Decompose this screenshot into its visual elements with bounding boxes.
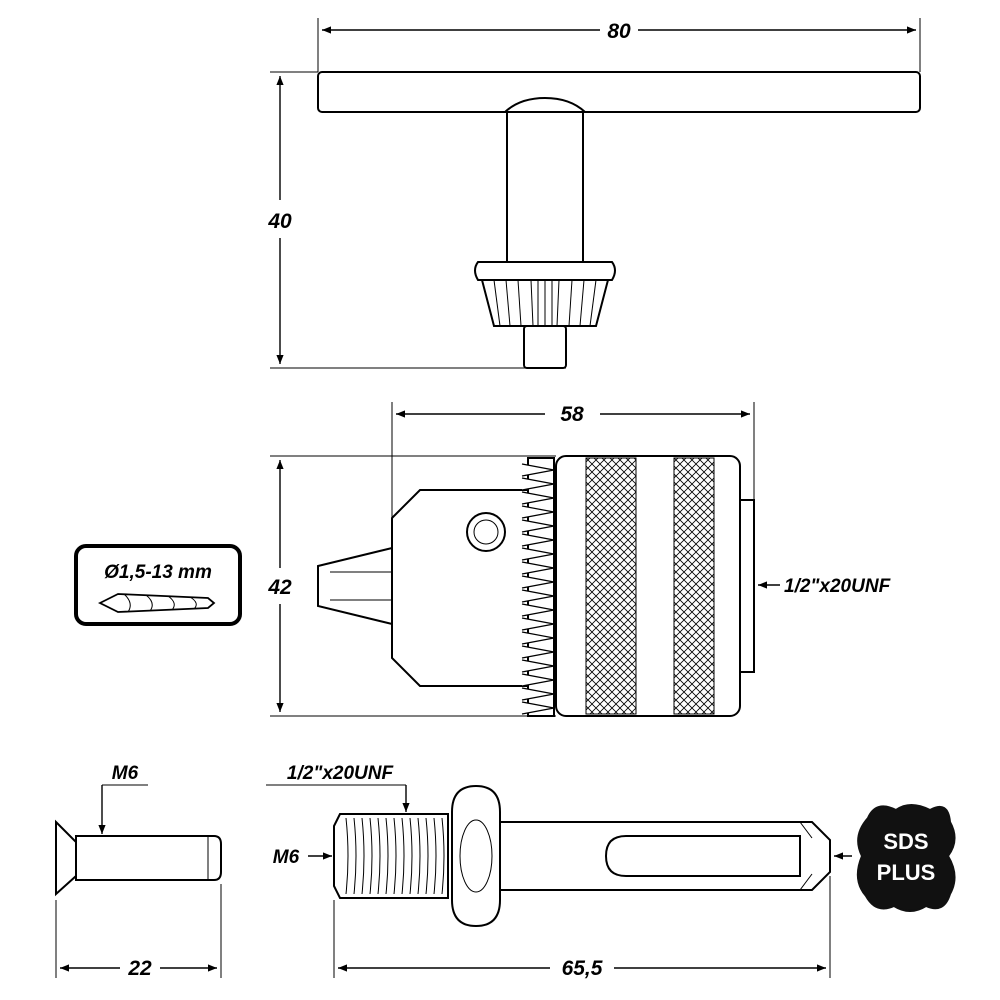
gear-tooth	[521, 617, 555, 631]
key-neck	[504, 96, 586, 113]
chuck-thread-label: 1/2"x20UNF	[784, 576, 892, 597]
capacity-badge: Ø1,5-13 mm	[74, 544, 242, 626]
thread-line	[433, 817, 437, 895]
key-pilot-pin	[523, 325, 567, 369]
gear-tooth	[521, 603, 555, 617]
key-height-dimension: 40	[267, 210, 292, 233]
gear-tooth	[521, 491, 555, 505]
gear-tooth	[521, 673, 555, 687]
sds-plus-badge: SDS PLUS	[856, 804, 956, 912]
gear-tooth	[521, 547, 555, 561]
adapter-thread-label: 1/2"x20UNF	[287, 763, 395, 784]
gear-tooth	[521, 659, 555, 673]
gear-tooth	[521, 477, 555, 491]
chuck-gear-teeth	[521, 463, 555, 715]
thread-line	[417, 817, 421, 895]
thread-line	[353, 817, 357, 895]
bolt-thread-label: M6	[112, 763, 139, 784]
chuck-key-hole	[466, 512, 506, 552]
chuck-jaws	[317, 546, 393, 626]
key-width-dimension: 80	[607, 20, 631, 43]
chuck-key: 80 40	[267, 18, 921, 369]
chuck-body	[391, 489, 529, 687]
adapter-thread-section	[333, 813, 449, 899]
gear-tooth	[521, 575, 555, 589]
gear-tooth	[521, 519, 555, 533]
capacity-label: Ø1,5-13 mm	[104, 562, 212, 583]
adapter-internal-thread-label: M6	[273, 847, 300, 868]
key-gear-teeth	[493, 279, 597, 327]
gear-tooth	[521, 561, 555, 575]
gear-tooth	[521, 505, 555, 519]
drill-bit-icon	[97, 593, 216, 613]
bolt-head	[55, 819, 77, 897]
bolt-shank	[75, 835, 222, 881]
chuck-knurl-band-2	[673, 457, 715, 715]
adapter-collar	[451, 784, 501, 928]
chuck-back-collar	[739, 499, 755, 673]
chuck-knurl-band-1	[585, 457, 637, 715]
thread-line	[409, 817, 413, 895]
adapter-length-dimension: 65,5	[562, 957, 603, 980]
gear-tooth	[521, 701, 555, 715]
gear-tooth	[521, 463, 555, 477]
sds-adapter: 1/2"x20UNF M6 65,5	[266, 763, 852, 980]
key-shaft	[506, 111, 584, 263]
plus-label: PLUS	[877, 860, 936, 885]
gear-tooth	[521, 631, 555, 645]
thread-line	[361, 817, 365, 895]
bolt-length-dimension: 22	[127, 957, 152, 980]
thread-line	[393, 817, 397, 895]
thread-line	[401, 817, 405, 895]
chuck-height-dimension: 42	[267, 576, 292, 599]
gear-tooth	[521, 687, 555, 701]
thread-line	[369, 817, 373, 895]
key-handle-bar	[317, 71, 921, 113]
chuck-length-dimension: 58	[560, 403, 584, 426]
thread-line	[345, 817, 349, 895]
thread-line	[425, 817, 429, 895]
sds-label: SDS	[883, 829, 928, 854]
adapter-groove	[604, 835, 801, 877]
gear-tooth	[521, 533, 555, 547]
drill-chuck: 58 42 1/2"x20UNF	[267, 402, 892, 717]
key-gear-ring	[474, 261, 616, 281]
bolt: M6 22	[55, 763, 222, 980]
gear-tooth	[521, 645, 555, 659]
adapter-thread-lines	[345, 817, 445, 895]
thread-line	[377, 817, 381, 895]
gear-tooth	[521, 589, 555, 603]
thread-line	[385, 817, 389, 895]
thread-line	[441, 817, 445, 895]
